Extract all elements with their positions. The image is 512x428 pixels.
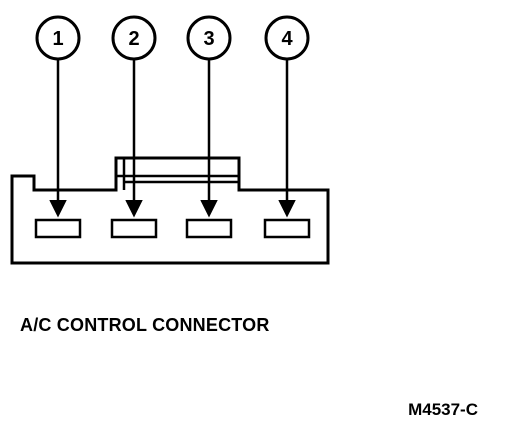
pin-number-label: 3 bbox=[203, 28, 214, 50]
pin-cavity bbox=[185, 218, 233, 239]
pin-number-label: 2 bbox=[128, 28, 139, 50]
pin-1: 1 bbox=[34, 15, 82, 239]
pin-cavity bbox=[110, 218, 158, 239]
pin-4: 4 bbox=[263, 15, 311, 239]
connector-caption: A/C CONTROL CONNECTOR bbox=[20, 315, 270, 335]
pin-callouts: 1 2 3 4 bbox=[34, 15, 311, 239]
connector-body bbox=[10, 156, 330, 265]
pin-cavity bbox=[34, 218, 82, 239]
pin-number-label: 1 bbox=[52, 28, 63, 50]
figure-code: M4537-C bbox=[408, 400, 478, 419]
pin-2: 2 bbox=[110, 15, 158, 239]
pin-number-label: 4 bbox=[281, 28, 293, 50]
pin-3: 3 bbox=[185, 15, 233, 239]
connector-latch bbox=[116, 158, 239, 190]
pin-cavity bbox=[263, 218, 311, 239]
